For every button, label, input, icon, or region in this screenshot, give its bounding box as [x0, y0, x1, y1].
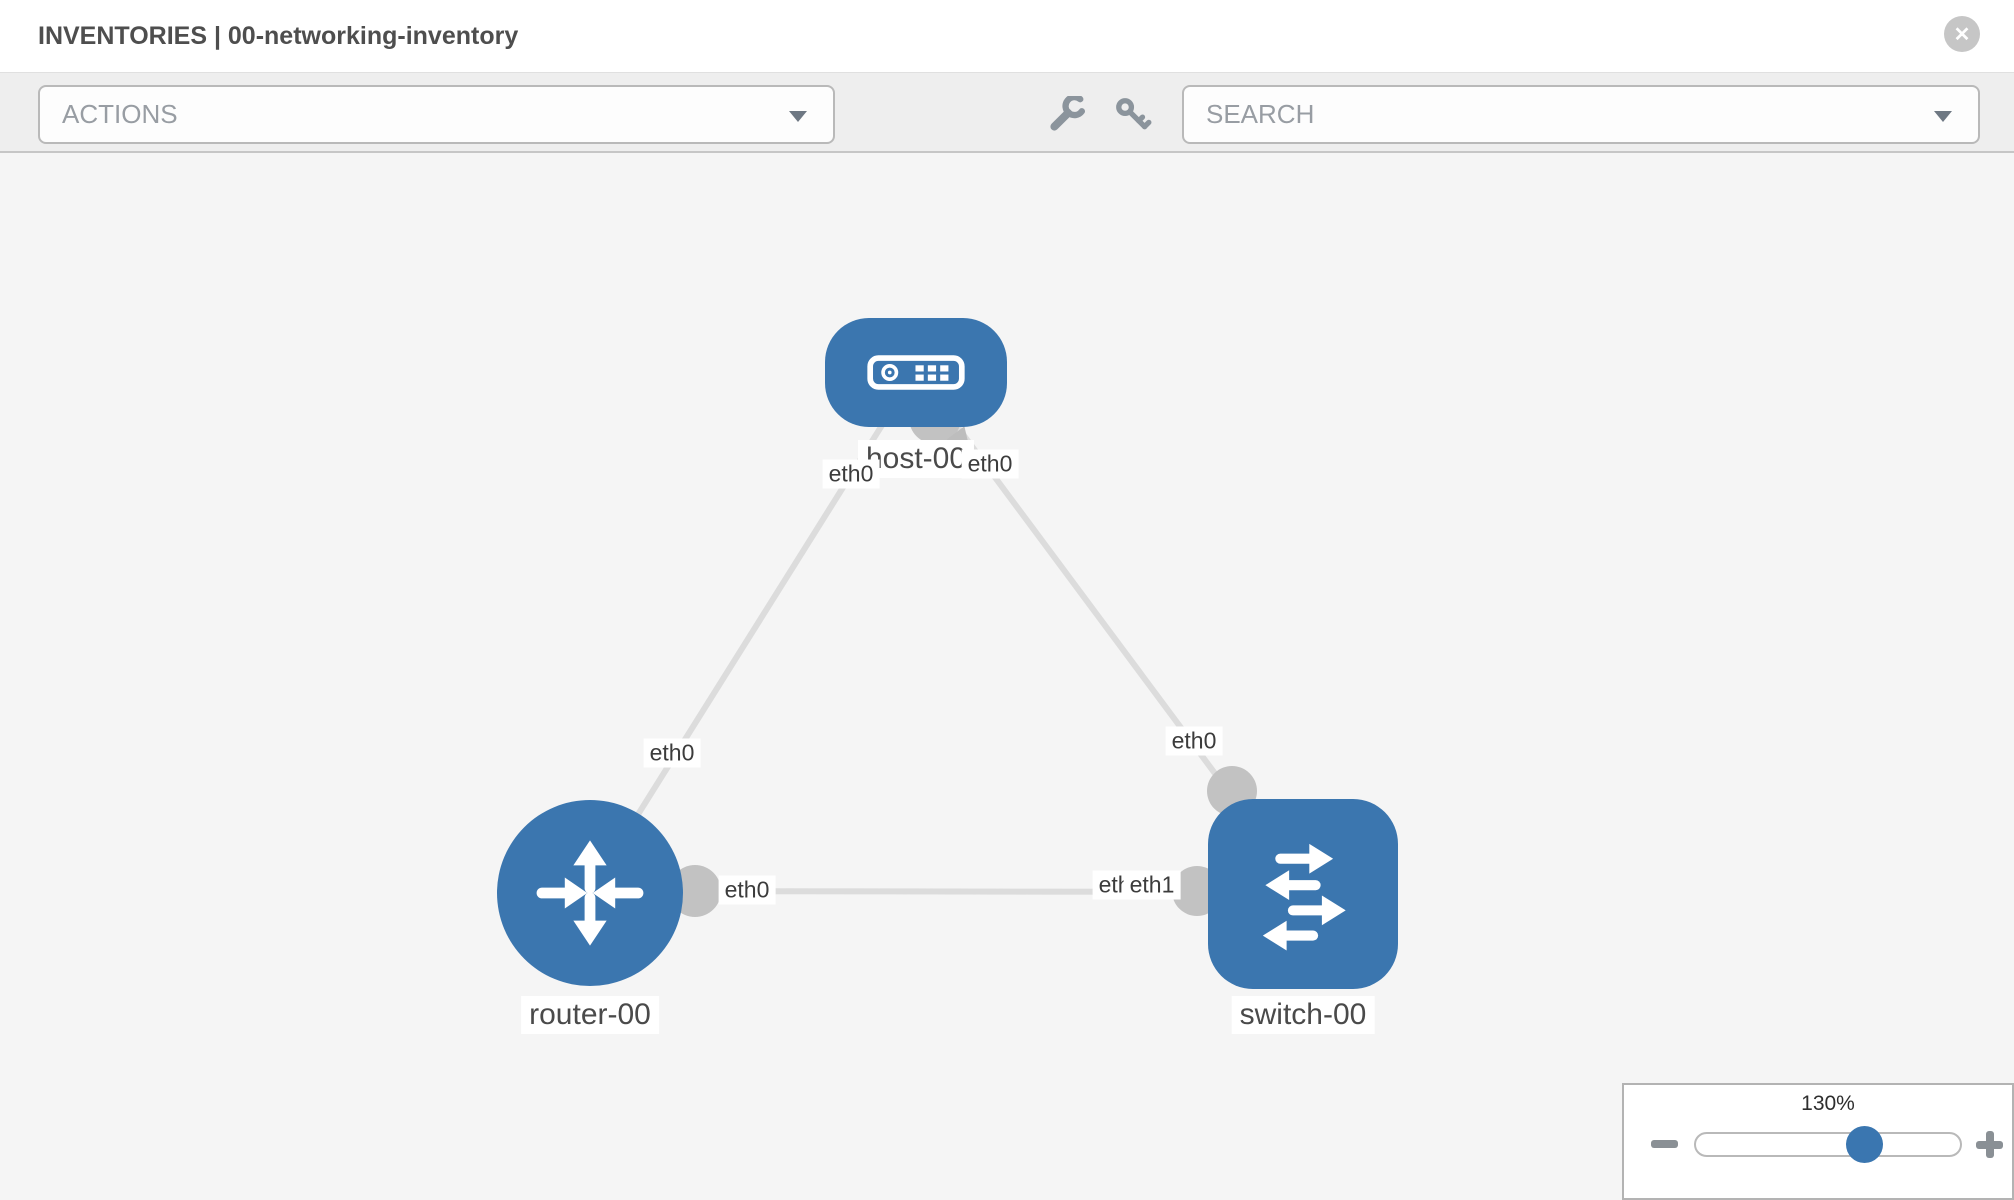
router-arrows-icon	[536, 840, 644, 946]
node-router-00[interactable]	[497, 800, 683, 986]
zoom-slider-thumb[interactable]	[1846, 1126, 1883, 1163]
node-label-switch: switch-00	[1231, 996, 1375, 1034]
chevron-down-icon	[1934, 111, 1952, 122]
node-host-00[interactable]	[825, 318, 1007, 427]
node-label-router: router-00	[521, 996, 659, 1034]
zoom-control-panel: 130%	[1622, 1083, 2014, 1200]
switch-arrows-icon	[1262, 843, 1346, 951]
header: INVENTORIES | 00-networking-inventory ✕	[0, 0, 2014, 72]
close-button[interactable]: ✕	[1944, 16, 1980, 52]
actions-dropdown-label: ACTIONS	[62, 99, 178, 129]
key-icon[interactable]	[1114, 96, 1152, 134]
chevron-down-icon	[789, 111, 807, 122]
zoom-level-value: 130%	[1801, 1092, 1855, 1115]
zoom-in-icon[interactable]	[1976, 1131, 2003, 1158]
port-label-host-switch: eth0	[961, 449, 1019, 479]
zoom-slider-track[interactable]	[1694, 1132, 1962, 1157]
page-title: INVENTORIES | 00-networking-inventory	[38, 21, 519, 50]
search-dropdown-label: SEARCH	[1206, 99, 1315, 129]
close-icon: ✕	[1953, 23, 1971, 46]
port-label-host-router: eth0	[822, 459, 880, 489]
topology-canvas[interactable]: host-00 router-00 switch-00 eth0 eth0 et…	[0, 155, 2014, 1200]
search-dropdown[interactable]: SEARCH	[1182, 85, 1980, 144]
actions-dropdown[interactable]: ACTIONS	[38, 85, 835, 144]
port-label-router-eth0: eth0	[718, 875, 776, 905]
port-label-router-uplink: eth0	[643, 738, 701, 768]
server-icon	[867, 355, 965, 390]
wrench-icon[interactable]	[1047, 93, 1085, 134]
port-label-switch-uplink: eth0	[1165, 726, 1223, 756]
zoom-out-icon[interactable]	[1651, 1140, 1678, 1148]
topology-links-layer	[587, 369, 1306, 917]
node-switch-00[interactable]	[1208, 799, 1398, 989]
port-label-switch-eth1: eth1	[1123, 870, 1181, 900]
toolbar: ACTIONS SEARCH	[0, 72, 2014, 153]
